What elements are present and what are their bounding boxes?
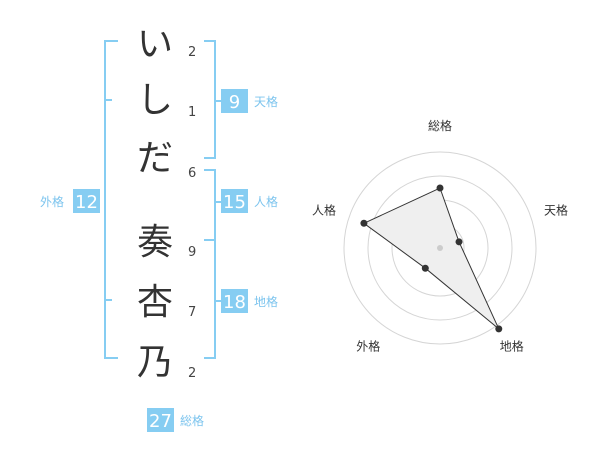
radar-axis-label-2: 天格 [544,202,568,217]
tenkaku-value: 9 [229,92,240,113]
radar-point-5 [360,219,368,227]
radar-point-4 [421,264,429,272]
tenkaku-box [221,89,248,113]
gaikaku-bracket [104,40,118,359]
radar-ring-3 [367,175,513,321]
gaikaku-value: 12 [75,192,98,213]
stroke-count-1: 2 [188,45,196,60]
radar-ring-4 [343,151,537,345]
name-char-4: 奏 [137,222,173,263]
radar-polygon [362,187,500,330]
soukaku-box [147,408,174,432]
radar-point-2 [455,238,463,246]
stroke-count-3: 6 [188,166,196,181]
radar-axis-label-3: 地格 [500,339,524,354]
stroke-count-6: 2 [188,366,196,381]
name-char-1: い [137,24,173,65]
chikaku-value: 18 [223,292,246,313]
soukaku-label: 総格 [180,413,204,428]
radar-axis-label-4: 外格 [356,339,380,354]
radar-axis-label-1: 総格 [428,118,452,133]
chikaku-label: 地格 [254,294,278,309]
stroke-count-2: 1 [188,105,196,120]
stroke-count-4: 9 [188,245,196,260]
name-char-6: 乃 [137,342,173,383]
tenkaku-bracket [204,40,222,159]
chikaku-bracket [204,239,222,359]
name-char-2: し [137,80,173,121]
jinkaku-bracket [204,169,222,241]
gaikaku-box [73,189,100,213]
name-char-3: だ [137,138,173,179]
soukaku-value: 27 [149,411,172,432]
stroke-count-5: 7 [188,305,196,320]
radar-point-1 [436,184,444,192]
gaikaku-label: 外格 [40,194,64,209]
name-char-5: 杏 [137,282,173,323]
radar-axis-label-5: 人格 [312,202,336,217]
jinkaku-value: 15 [223,192,246,213]
radar-center-dot [437,245,443,251]
radar-point-3 [495,325,503,333]
chikaku-box [221,289,248,313]
jinkaku-label: 人格 [254,194,278,209]
jinkaku-box [221,189,248,213]
tenkaku-label: 天格 [254,94,278,109]
